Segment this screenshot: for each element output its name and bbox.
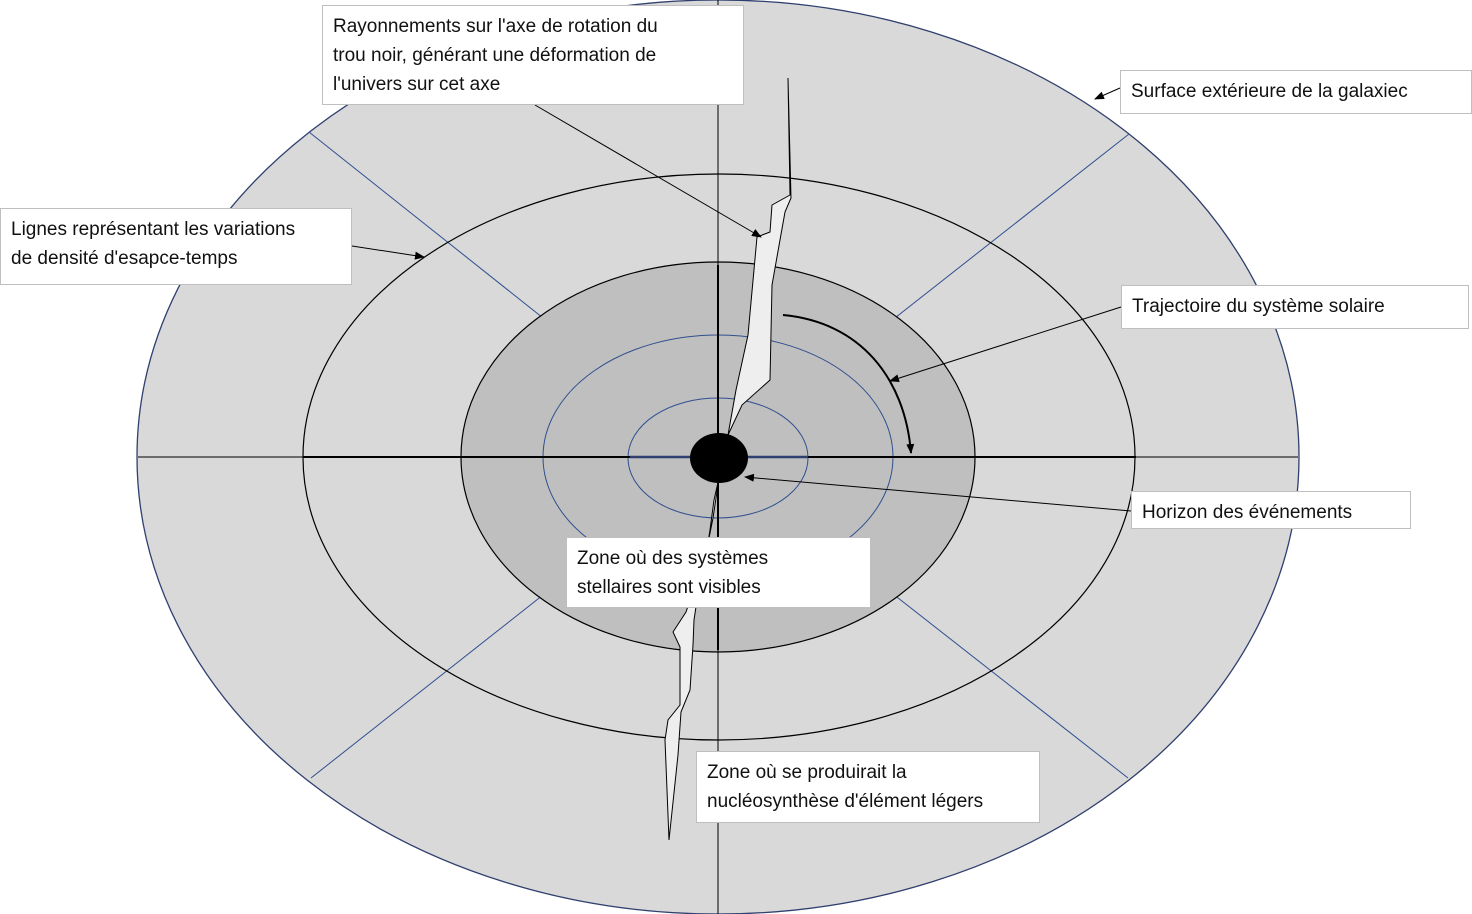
leader-lines <box>351 245 425 260</box>
label-radiation: Rayonnements sur l'axe de rotation du tr… <box>322 5 744 105</box>
leader-radiation <box>534 104 762 238</box>
leader-horizon <box>744 473 1132 512</box>
black-hole <box>690 433 748 483</box>
label-galaxy-surface: Surface extérieure de la galaxiec <box>1120 70 1472 114</box>
label-nucleosynthesis-zone: Zone où se produirait la nucléosynthèse … <box>696 751 1040 823</box>
label-solar-trajectory: Trajectoire du système solaire <box>1121 285 1469 329</box>
leader-surface <box>1094 87 1121 100</box>
label-event-horizon: Horizon des événements <box>1131 491 1411 529</box>
solar-system-trajectory-arc <box>782 314 915 454</box>
label-density-lines: Lignes représentant les variations de de… <box>0 208 352 285</box>
label-stellar-zone: Zone où des systèmes stellaires sont vis… <box>566 537 871 608</box>
leader-trajectory <box>889 306 1122 383</box>
